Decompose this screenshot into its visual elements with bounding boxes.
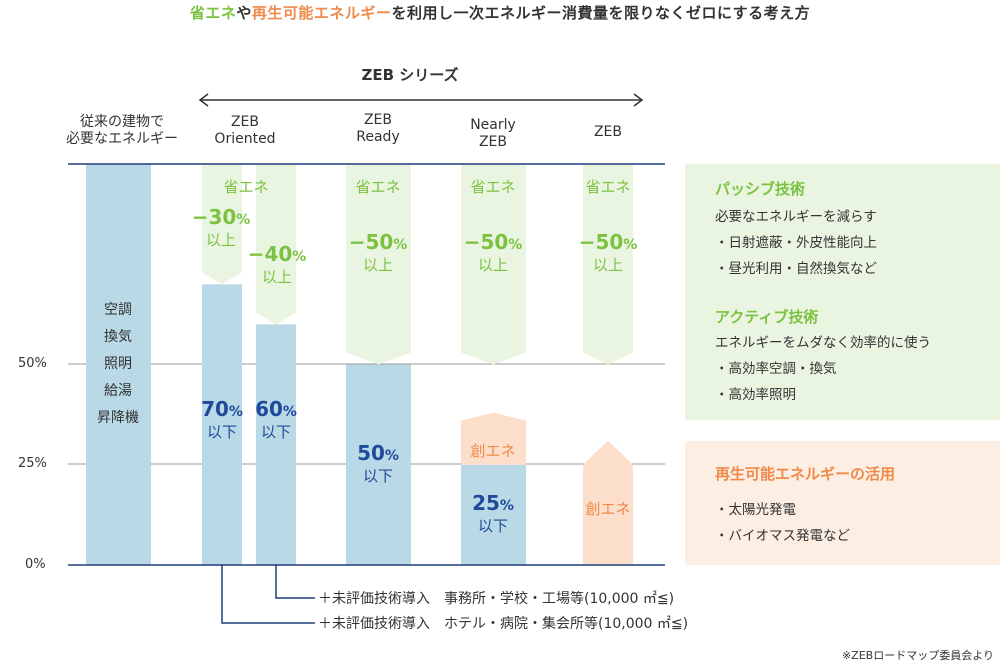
conventional-items: 空調 換気 照明 給湯 昇降機 (86, 297, 150, 432)
series-arrow (198, 93, 644, 107)
renewable-panel: 再生可能エネルギーの活用 ・太陽光発電 ・バイオマス発電など (685, 441, 1000, 565)
souene-shape-zeb (583, 440, 633, 565)
active-panel: アクティブ技術 エネルギーをムダなく効率的に使う ・高効率空調・換気 ・高効率照… (685, 294, 1000, 420)
column-header-oriented: ZEB Oriented (214, 114, 276, 147)
reduction-50-nearly: −50% 以上 (463, 230, 523, 274)
y-tick-25: 25% (18, 456, 47, 471)
renewable-heading: 再生可能エネルギーの活用 (715, 465, 896, 483)
y-tick-0: 0% (25, 557, 46, 572)
souene-shape-nearly (461, 412, 526, 465)
bar-nearly (461, 464, 526, 565)
shoene-label-oriented: 省エネ (223, 178, 269, 196)
value-50: 50% 以下 (357, 441, 399, 485)
bar-ready (346, 364, 411, 565)
shoene-shape-nearly (461, 164, 526, 365)
note-office: ＋未評価技術導入 事務所・学校・工場等(10,000 ㎡≦) (318, 591, 675, 607)
souene-label-nearly: 創エネ (470, 442, 516, 460)
y-tick-50: 50% (18, 356, 47, 371)
value-60: 60% 以下 (255, 397, 297, 441)
active-heading: アクティブ技術 (715, 308, 819, 326)
shoene-shape-oriented-office (202, 164, 242, 285)
note-hotel: ＋未評価技術導入 ホテル・病院・集会所等(10,000 ㎡≦) (318, 616, 689, 632)
reduction-50-ready: −50% 以上 (348, 230, 408, 274)
shoene-shape-zeb (583, 164, 633, 365)
shoene-label-nearly: 省エネ (470, 178, 516, 196)
zeb-series-label: ZEB シリーズ (361, 66, 459, 84)
item-ventilation: 換気 (104, 329, 132, 345)
item-aircon: 空調 (104, 302, 132, 318)
column-header-nearly: Nearly ZEB (470, 117, 516, 150)
column-header-conventional: 従来の建物で 必要なエネルギー (66, 114, 178, 147)
reduction-50-zeb: −50% 以上 (578, 230, 638, 274)
column-header-ready: ZEB Ready (356, 112, 400, 145)
page-title: 省エネや再生可能エネルギーを利用し一次エネルギー消費量を限りなくゼロにする考え方 (189, 4, 811, 22)
item-lighting: 照明 (104, 356, 132, 372)
connector-office (275, 565, 315, 599)
value-25: 25% 以下 (472, 491, 514, 535)
item-elevator: 昇降機 (97, 410, 139, 426)
bar-conventional (86, 164, 151, 565)
connector-hotel (221, 565, 315, 624)
shoene-label-zeb: 省エネ (585, 178, 631, 196)
reduction-40: −40% 以上 (247, 242, 307, 286)
reduction-30: −30% 以上 (191, 205, 251, 249)
source-credit: ※ZEBロードマップ委員会より (841, 649, 994, 662)
passive-panel: パッシブ技術 必要なエネルギーを減らす ・日射遮蔽・外皮性能向上 ・昼光利用・自… (685, 164, 1000, 306)
souene-label-zeb: 創エネ (585, 500, 631, 518)
passive-heading: パッシブ技術 (715, 180, 806, 198)
value-70: 70% 以下 (201, 397, 243, 441)
shoene-label-ready: 省エネ (355, 178, 401, 196)
shoene-shape-ready (346, 164, 411, 365)
bar-oriented-office (202, 284, 242, 565)
bar-oriented-hotel (256, 324, 296, 565)
shoene-shape-oriented-hotel (256, 164, 296, 325)
item-hot-water: 給湯 (104, 383, 132, 399)
column-header-zeb: ZEB (593, 124, 623, 140)
